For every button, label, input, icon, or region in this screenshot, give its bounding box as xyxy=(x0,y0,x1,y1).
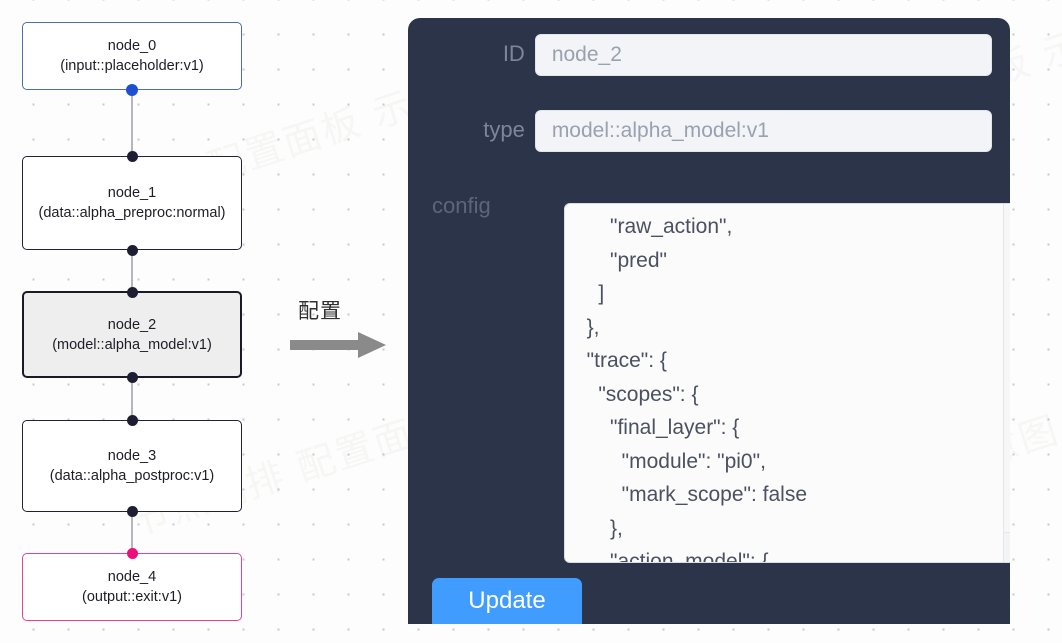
update-button[interactable]: Update xyxy=(432,578,582,624)
node-type-text: (model::alpha_model:v1) xyxy=(52,336,212,353)
type-field-row: type model::alpha_model:v1 xyxy=(432,110,992,152)
node-id-text: node_0 xyxy=(107,38,157,54)
type-field-label: type xyxy=(483,117,525,142)
graph-node-node_0[interactable]: node_0 (input::placeholder:v1) xyxy=(22,22,242,90)
config-textarea[interactable]: "raw_action", "pred" ] }, "trace": { "sc… xyxy=(586,215,807,562)
node_0-source-handle[interactable] xyxy=(126,84,138,96)
node_2-target-handle[interactable] xyxy=(126,286,138,298)
config-field-label: config xyxy=(432,193,491,218)
graph-node-node_1[interactable]: node_1 (data::alpha_preproc:normal) xyxy=(22,156,242,250)
transition-arrow-group: 配置 xyxy=(290,295,400,365)
type-input[interactable]: model::alpha_model:v1 xyxy=(534,110,992,152)
edge-node0-node1 xyxy=(131,90,133,156)
resize-handle-icon[interactable] xyxy=(1003,532,1010,561)
id-field-row: ID node_2 xyxy=(432,34,992,76)
node-label: node_1 (data::alpha_preproc:normal) xyxy=(31,183,233,223)
graph-node-node_3[interactable]: node_3 (data::alpha_postproc:v1) xyxy=(22,420,242,512)
node-type-text: (data::alpha_preproc:normal) xyxy=(38,205,226,221)
node_4-target-handle[interactable] xyxy=(126,547,138,559)
node-label: node_4 (output::exit:v1) xyxy=(31,567,233,607)
node-inspector-panel: ID node_2 type model::alpha_model:v1 con… xyxy=(408,18,1010,624)
node_3-target-handle[interactable] xyxy=(126,414,138,426)
edge-node3-node4 xyxy=(131,511,133,553)
edge-node1-node2 xyxy=(131,250,133,292)
edge-node2-node3 xyxy=(131,377,133,419)
node_2-source-handle[interactable] xyxy=(126,371,138,383)
graph-node-node_4[interactable]: node_4 (output::exit:v1) xyxy=(22,553,242,621)
id-field-label: ID xyxy=(502,41,525,66)
config-scrollbar[interactable] xyxy=(1003,204,1010,562)
id-input[interactable]: node_2 xyxy=(534,34,992,76)
node_1-target-handle[interactable] xyxy=(126,150,138,162)
node-id-text: node_3 xyxy=(107,448,157,464)
node-id-text: node_2 xyxy=(107,316,157,333)
node_1-source-handle[interactable] xyxy=(126,244,138,256)
config-textarea-wrapper[interactable]: "raw_action", "pred" ] }, "trace": { "sc… xyxy=(564,203,1010,563)
right-arrow-icon xyxy=(290,332,386,358)
node-label: node_3 (data::alpha_postproc:v1) xyxy=(31,446,233,486)
node-graph-canvas[interactable]: node_0 (input::placeholder:v1) node_1 (d… xyxy=(0,0,400,643)
node-type-text: (data::alpha_postproc:v1) xyxy=(49,468,215,484)
node-type-text: (output::exit:v1) xyxy=(82,589,182,605)
arrow-caption: 配置 xyxy=(298,299,342,323)
node-id-text: node_1 xyxy=(107,185,157,201)
node-label: node_2 (model::alpha_model:v1) xyxy=(32,315,232,355)
node_3-source-handle[interactable] xyxy=(126,505,138,517)
config-field-row: config "raw_action", "pred" ] }, "trace"… xyxy=(432,186,1010,566)
node-label: node_0 (input::placeholder:v1) xyxy=(31,36,233,76)
node-id-text: node_4 xyxy=(107,569,157,585)
graph-node-node_2[interactable]: node_2 (model::alpha_model:v1) xyxy=(22,291,242,378)
node-type-text: (input::placeholder:v1) xyxy=(60,58,204,74)
